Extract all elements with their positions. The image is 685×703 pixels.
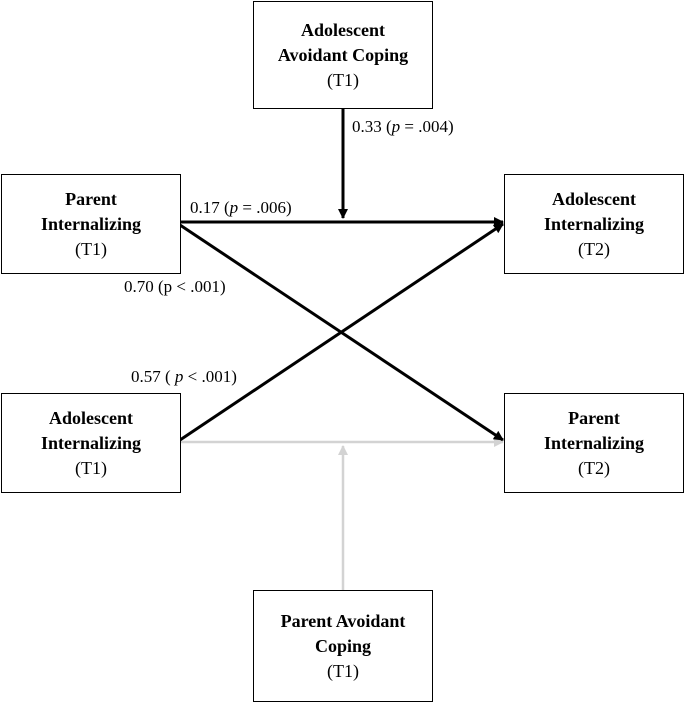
node-time: (T2): [578, 457, 610, 478]
node-line2: Avoidant Coping: [277, 44, 409, 65]
node-line2: Internalizing: [543, 213, 644, 234]
node-line1: Parent Avoidant: [280, 610, 406, 631]
coef: 0.57: [131, 367, 161, 386]
node-parent-internalizing-t2: Parent Internalizing (T2): [504, 393, 684, 493]
p-symbol: p: [174, 367, 184, 386]
node-parent-internalizing-t1: Parent Internalizing (T1): [1, 174, 181, 274]
node-line2: Internalizing: [40, 213, 141, 234]
node-time: (T1): [327, 660, 359, 681]
p-value: = .006): [242, 198, 292, 217]
coef: 0.70: [124, 277, 154, 296]
label-parent-t1-to-parent-t2: 0.70 (p < .001): [124, 277, 226, 297]
node-line1: Adolescent: [301, 19, 385, 40]
node-line2: Internalizing: [40, 432, 141, 453]
node-line1: Parent: [568, 407, 620, 428]
p-value: = .004): [404, 117, 454, 136]
coef: 0.17: [190, 198, 220, 217]
node-time: (T1): [327, 69, 359, 90]
p-value: < .001): [187, 367, 237, 386]
node-line1: Adolescent: [49, 407, 133, 428]
p-symbol: p: [229, 198, 239, 217]
node-time: (T2): [578, 238, 610, 259]
p-symbol: p: [391, 117, 401, 136]
node-parent-avoidant-coping-t1: Parent Avoidant Coping (T1): [253, 590, 433, 702]
node-line2: Coping: [314, 635, 372, 656]
paren: (: [386, 117, 392, 136]
node-line1: Parent: [65, 188, 117, 209]
node-line1: Adolescent: [552, 188, 636, 209]
coef: 0.33: [352, 117, 382, 136]
label-parent-t1-to-adol-t2: 0.17 (p = .006): [190, 198, 292, 218]
node-adolescent-avoidant-coping-t1: Adolescent Avoidant Coping (T1): [253, 1, 433, 109]
paren: (: [165, 367, 171, 386]
paren: (: [224, 198, 230, 217]
node-time: (T1): [75, 457, 107, 478]
node-adolescent-internalizing-t1: Adolescent Internalizing (T1): [1, 393, 181, 493]
label-moderation-adol: 0.33 (p = .004): [352, 117, 454, 137]
node-time: (T1): [75, 238, 107, 259]
path-adol-t1-to-adol-t2: [179, 222, 504, 442]
label-adol-t1-to-adol-t2: 0.57 ( p < .001): [131, 367, 237, 387]
node-line2: Internalizing: [543, 432, 644, 453]
p-value: (p < .001): [158, 277, 226, 296]
node-adolescent-internalizing-t2: Adolescent Internalizing (T2): [504, 174, 684, 274]
